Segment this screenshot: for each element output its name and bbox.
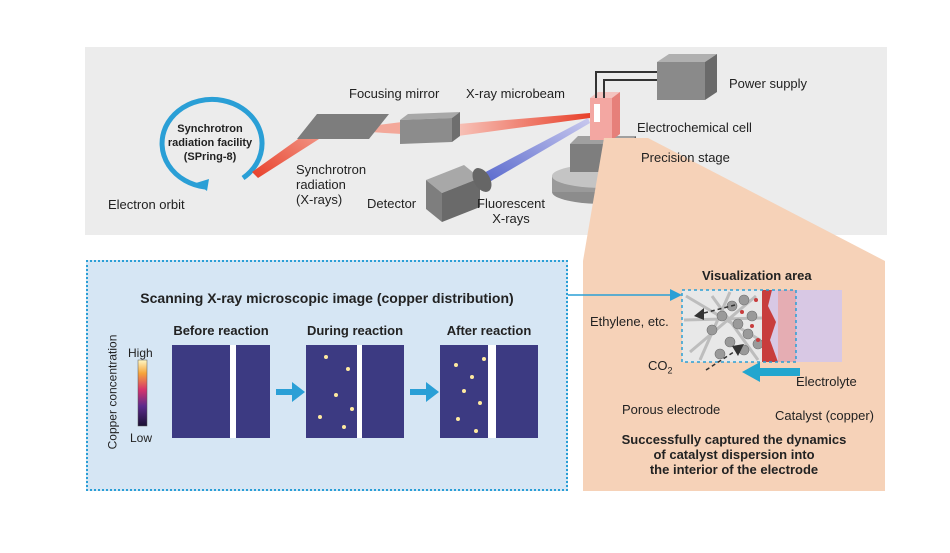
electron-orbit-ring: [159, 96, 265, 190]
co2-prefix: CO: [648, 358, 668, 373]
microscopy-title: Scanning X-ray microscopic image (copper…: [140, 290, 514, 306]
electrochemical-cell-label: Electrochemical cell: [637, 120, 752, 135]
colorbar-axis-label: Copper concentration: [105, 334, 120, 450]
power-supply: [657, 54, 717, 100]
visualization-title: Visualization area: [702, 268, 812, 283]
synchrotron-radiation-label: Synchrotron radiation (X-rays): [296, 162, 367, 207]
synchrotron-facility-label: Synchrotron radiation facility (SPring-8…: [167, 123, 253, 163]
electrolyte-label: Electrolyte: [796, 374, 857, 389]
arrow-during-to-after: [410, 382, 439, 402]
detector: [426, 165, 492, 222]
xray-microbeam-label: X-ray microbeam: [466, 86, 565, 101]
ethylene-label: Ethylene, etc.: [590, 314, 669, 329]
fluorescent-xrays-beam: [478, 118, 590, 184]
map-before-reaction: [172, 345, 270, 438]
fluorescent-xrays-label: Fluorescent X-rays: [477, 196, 545, 226]
precision-stage-label: Precision stage: [641, 150, 730, 165]
panel-label-after: After reaction: [446, 323, 532, 338]
electron-orbit-arrowhead: [196, 179, 209, 191]
visualization-schematic: [681, 289, 842, 382]
conclusion-text: Successfully captured the dynamics of ca…: [621, 432, 847, 477]
catalyst-label: Catalyst (copper): [775, 408, 874, 423]
map-after-reaction: [440, 345, 538, 438]
power-supply-label: Power supply: [729, 76, 808, 91]
electrochemical-cell: [590, 92, 620, 140]
map-during-reaction: [306, 345, 404, 438]
co2-subscript: 2: [667, 365, 673, 376]
colorbar-high-label: High: [128, 346, 153, 360]
co2-label: CO2: [648, 358, 673, 379]
detector-label: Detector: [367, 196, 417, 211]
focusing-mirror-2: [400, 112, 460, 144]
xray-microbeam: [458, 113, 590, 136]
panel-label-during: During reaction: [306, 323, 404, 338]
electron-orbit-label: Electron orbit: [108, 197, 185, 212]
focusing-mirror-label: Focusing mirror: [349, 86, 440, 101]
colorbar-low-label: Low: [130, 431, 153, 445]
colorbar: [137, 359, 148, 427]
arrow-before-to-during: [276, 382, 305, 402]
visualization-projection: [583, 138, 885, 261]
porous-electrode-label: Porous electrode: [622, 402, 721, 417]
focusing-mirror-1: [297, 114, 389, 139]
panel-label-before: Before reaction: [173, 323, 269, 338]
power-cable: [595, 71, 657, 98]
